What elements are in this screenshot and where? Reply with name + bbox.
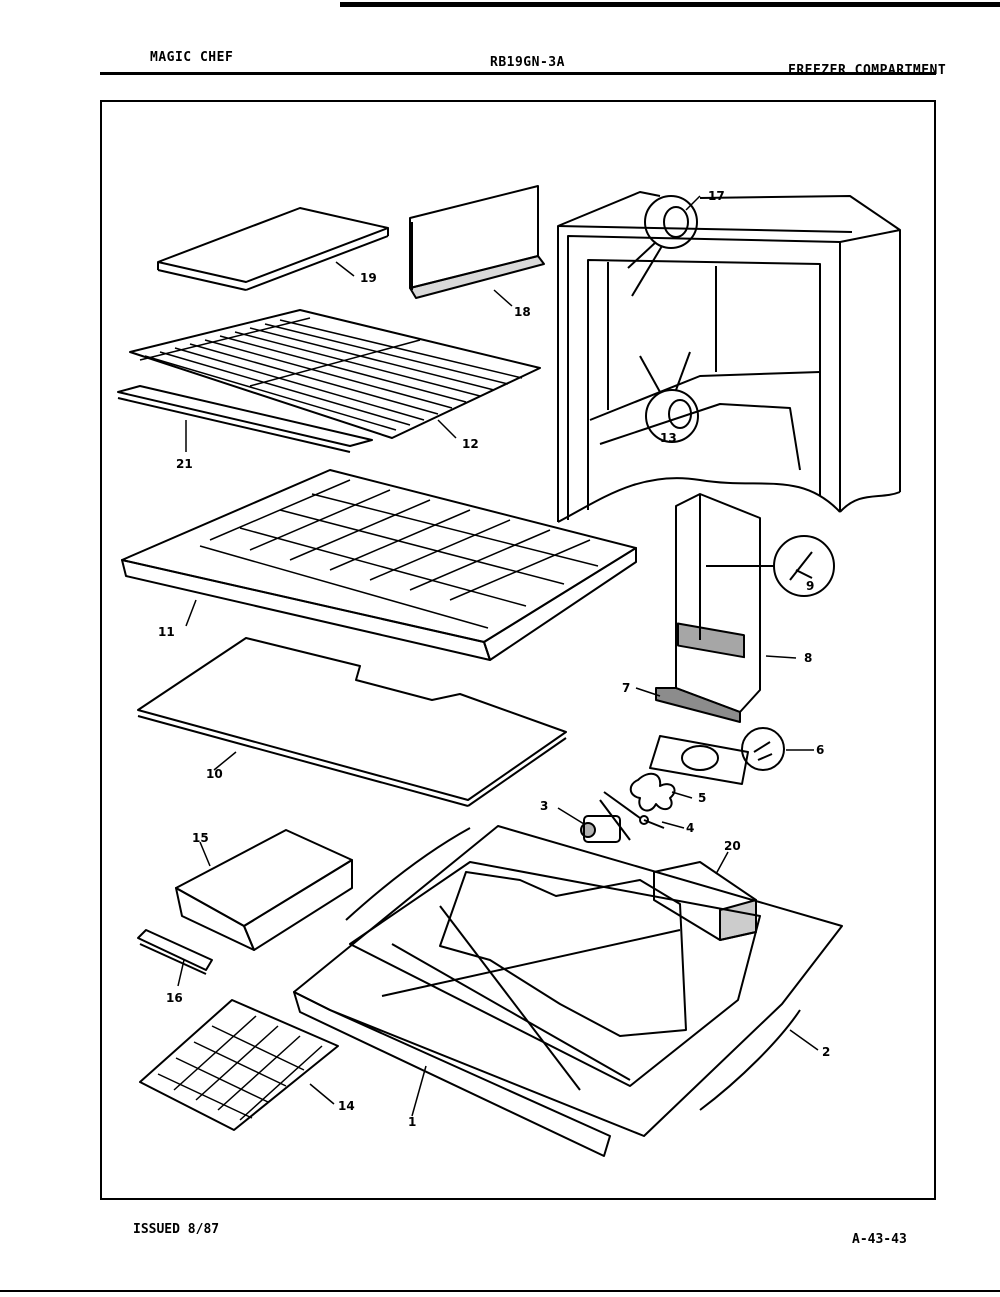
callout-19: 19 (360, 271, 377, 285)
callout-6: 6 (816, 743, 824, 757)
part-21-rail (117, 385, 373, 453)
part-12-wire-shelf (129, 309, 541, 439)
callout-17: 17 (708, 189, 725, 203)
bottom-rule (0, 1290, 1000, 1292)
callout-10: 10 (206, 767, 223, 781)
callout-16: 16 (166, 991, 183, 1005)
callout-7: 7 (622, 681, 630, 695)
part-14-ice-tray (139, 999, 339, 1131)
callout-5: 5 (698, 791, 706, 805)
diagram-frame (100, 100, 936, 1200)
part-10-glass-panel (137, 637, 567, 807)
callout-18: 18 (514, 305, 531, 319)
issued-date: ISSUED 8/87 (133, 1222, 220, 1237)
callout-14: 14 (338, 1099, 355, 1113)
leader-lines (177, 195, 819, 1117)
part-20-duct (653, 861, 757, 941)
top-rule (340, 2, 1000, 7)
callout-2: 2 (822, 1045, 830, 1059)
callout-12: 12 (462, 437, 479, 451)
part-15-drawer (175, 829, 353, 951)
callout-3: 3 (540, 799, 548, 813)
part-17-detail (627, 195, 698, 297)
page-code: A-43-43 (852, 1232, 907, 1247)
part-13-detail (639, 351, 699, 443)
brand-label: MAGIC CHEF (150, 50, 234, 65)
part-19-shelf-panel (157, 207, 389, 291)
callout-15: 15 (192, 831, 209, 845)
header-rule (100, 72, 936, 75)
callout-20: 20 (724, 839, 741, 853)
callout-21: 21 (176, 457, 193, 471)
part-5-fan-blade (629, 772, 676, 812)
freezer-cabinet (557, 191, 901, 523)
part-7-bracket (649, 735, 749, 785)
callout-8: 8 (804, 651, 812, 665)
part-11-shelf-frame (121, 469, 637, 661)
part-16-handle (137, 929, 213, 975)
callout-9: 9 (806, 579, 814, 593)
callout-4: 4 (686, 821, 694, 835)
part-18-divider (409, 185, 545, 299)
part-4-screw (639, 815, 665, 829)
callout-11: 11 (158, 625, 175, 639)
callout-1: 1 (408, 1115, 416, 1129)
model-number: RB19GN-3A (490, 55, 565, 70)
part-8-evaporator-cover (655, 493, 761, 723)
part-3-fan-motor (580, 791, 641, 843)
part-1-main-pan (293, 825, 843, 1157)
part-9-detail (706, 535, 835, 597)
part-2-gasket (345, 827, 801, 1111)
callout-13: 13 (660, 431, 677, 445)
part-6-detail (741, 727, 785, 771)
